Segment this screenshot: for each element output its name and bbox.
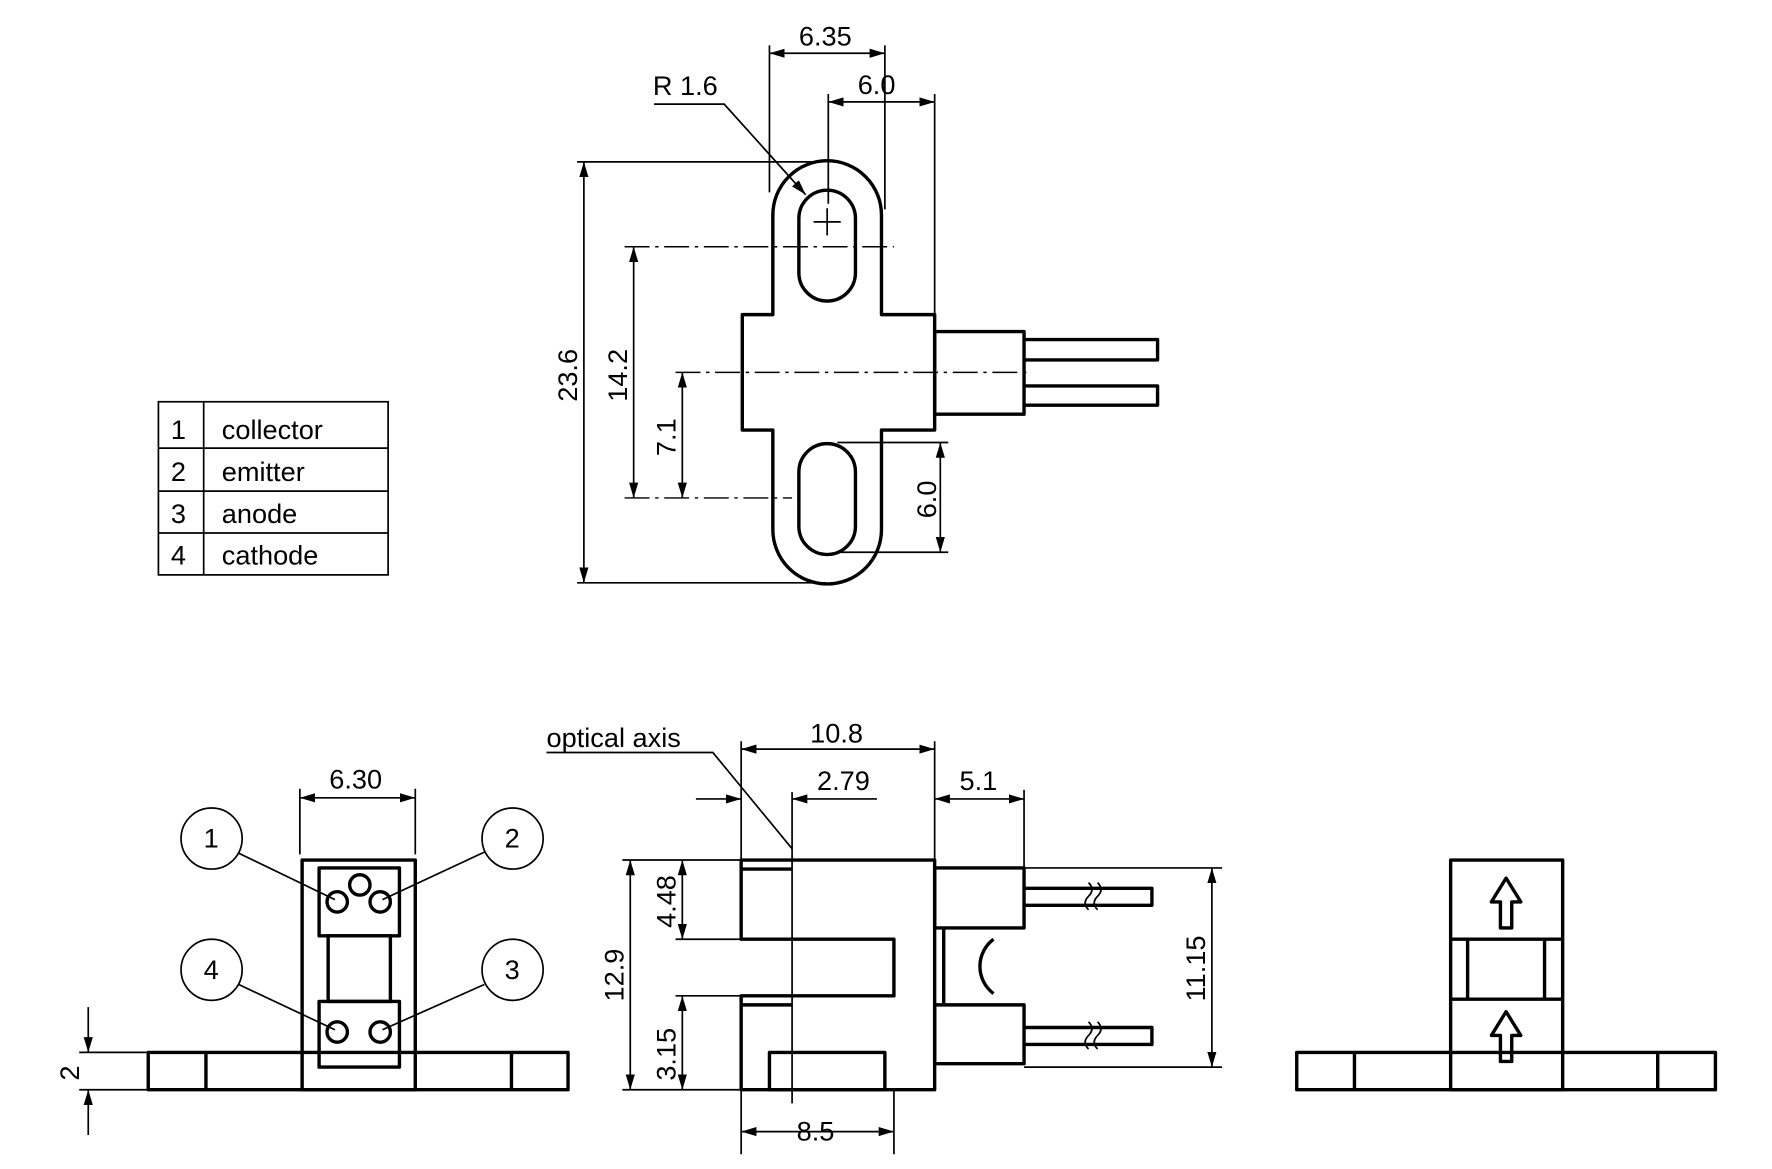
dim-7-1: 7.1 — [651, 418, 682, 456]
dim-4-48: 4.48 — [651, 875, 682, 928]
dim-radius: R 1.6 — [653, 70, 718, 101]
dim-8-5: 8.5 — [797, 1116, 835, 1147]
callout-number: 1 — [204, 823, 219, 854]
arrow-up-icon — [1489, 876, 1523, 930]
dim-2-79: 2.79 — [817, 765, 870, 796]
dim-12-9: 12.9 — [598, 949, 629, 1002]
dim-23-6: 23.6 — [552, 349, 583, 402]
dim-11-15: 11.15 — [1180, 936, 1211, 1002]
callout-number: 4 — [204, 954, 219, 985]
dim-6-0-top: 6.0 — [858, 69, 896, 100]
pin-number: 3 — [171, 498, 186, 529]
dim-14-2: 14.2 — [602, 349, 633, 402]
pin-name: emitter — [222, 456, 305, 487]
arrow-up-icon — [1489, 1009, 1523, 1064]
pin-name: anode — [222, 498, 297, 529]
dim-2: 2 — [54, 1066, 85, 1081]
dim-5-1: 5.1 — [960, 765, 998, 796]
pin-number: 2 — [171, 456, 186, 487]
rear-view — [1295, 858, 1718, 1092]
dim-3-15: 3.15 — [651, 1028, 682, 1081]
pin-number: 1 — [171, 414, 186, 445]
dim-6-30: 6.30 — [329, 764, 382, 795]
dim-10-8: 10.8 — [810, 717, 863, 748]
pin-table: 1 collector 2 emitter 3 anode 4 cathode — [157, 400, 389, 576]
side-view: optical axis 10.8 2.79 5.1 12.9 4.48 3.1… — [547, 717, 1223, 1155]
callout-number: 3 — [505, 954, 520, 985]
optical-axis-label: optical axis — [547, 722, 681, 753]
front-view: 1 2 4 3 6.30 2 — [54, 764, 570, 1135]
pin-name: cathode — [222, 540, 319, 571]
dim-6-35: 6.35 — [799, 20, 852, 51]
pin-name: collector — [222, 414, 323, 445]
pin-number: 4 — [171, 540, 186, 571]
dim-6-0-side: 6.0 — [911, 481, 942, 519]
callout-number: 2 — [505, 823, 520, 854]
top-view: 6.35 6.0 R 1.6 23.6 14.2 7.1 6.0 — [552, 20, 1160, 586]
